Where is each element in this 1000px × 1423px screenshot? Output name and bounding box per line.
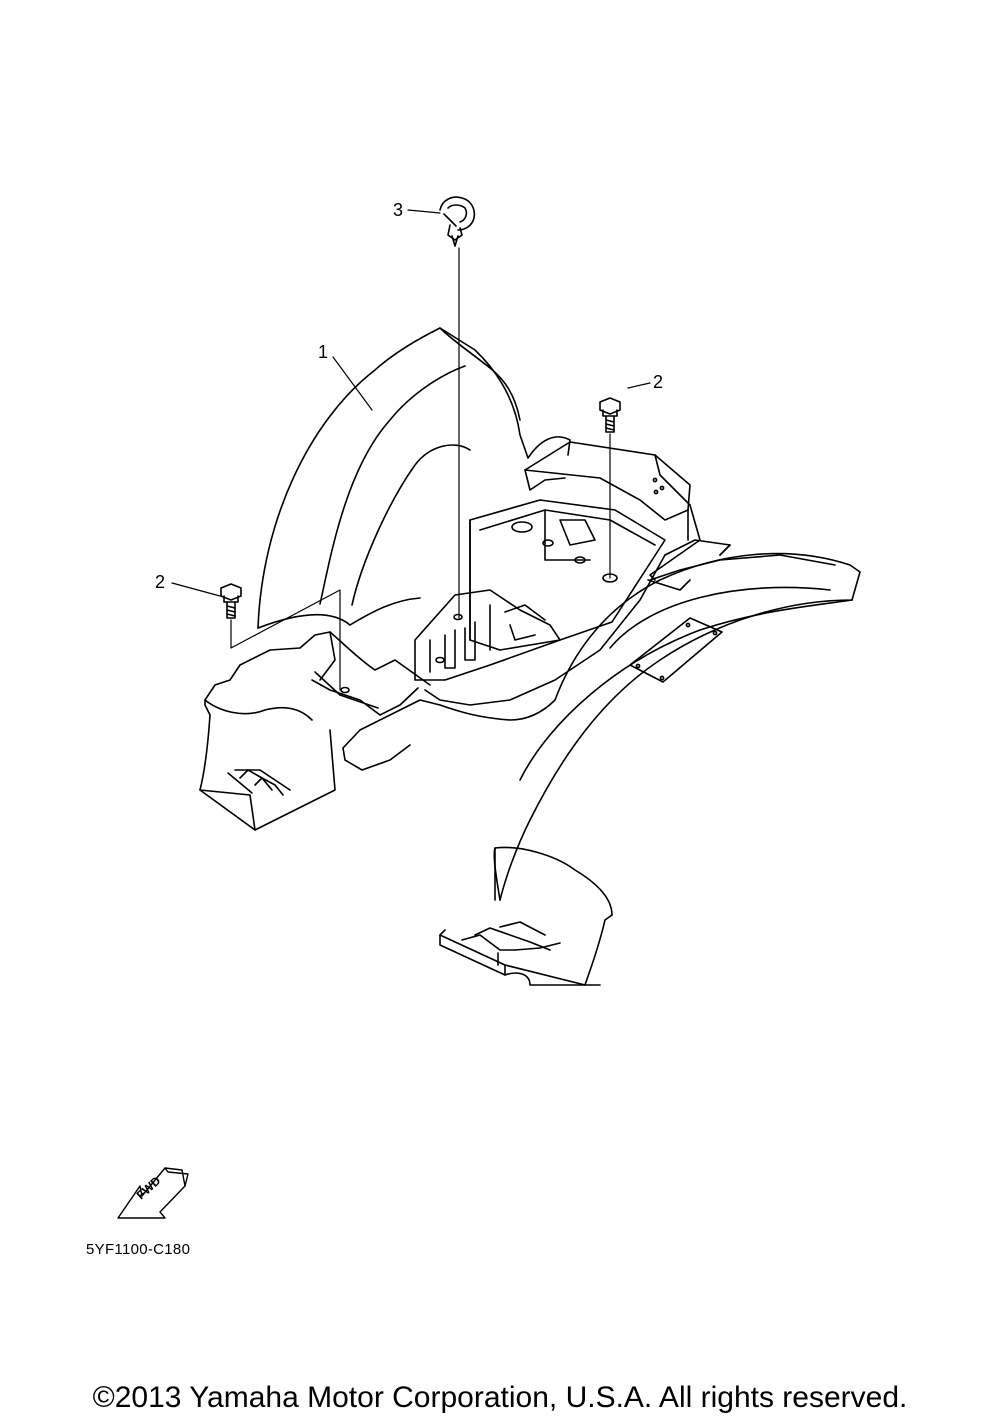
leader-lines bbox=[171, 209, 651, 597]
rear-fender bbox=[199, 327, 861, 986]
callout-part-3: 3 bbox=[393, 200, 404, 220]
alignment-lines bbox=[230, 247, 611, 691]
bolt-right bbox=[599, 397, 621, 433]
clip-fastener bbox=[439, 196, 476, 247]
callout-part-1: 1 bbox=[318, 342, 329, 362]
fwd-label: FWD bbox=[134, 1173, 164, 1202]
copyright-notice: ©2013 Yamaha Motor Corporation, U.S.A. A… bbox=[92, 1381, 908, 1414]
callout-part-2-left: 2 bbox=[155, 572, 166, 592]
callout-part-2-right: 2 bbox=[653, 372, 664, 392]
fwd-arrow-icon: FWD bbox=[117, 1167, 189, 1219]
bolt-left bbox=[220, 583, 242, 619]
diagram-code: 5YF1100-C180 bbox=[86, 1241, 191, 1258]
